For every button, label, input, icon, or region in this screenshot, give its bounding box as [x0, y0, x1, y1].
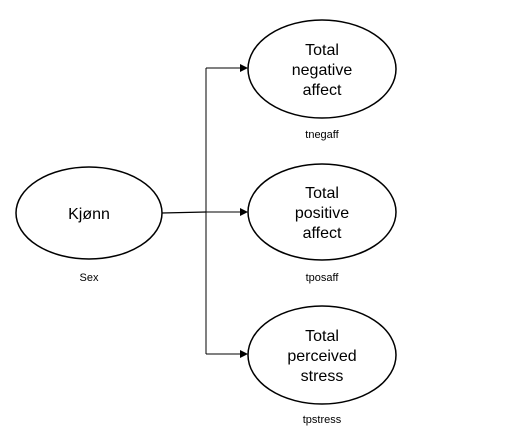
- target-node-negative-affect: Total negative affect tnegaff: [247, 19, 397, 141]
- target-title-line: negative: [292, 62, 353, 79]
- source-ellipse: [15, 166, 163, 260]
- target-caption: tposaff: [306, 272, 340, 284]
- source-title: Kjønn: [68, 206, 110, 223]
- target-title-line: Total: [305, 185, 339, 202]
- connector-lines: [161, 64, 248, 358]
- target-caption: tpstress: [303, 414, 342, 426]
- target-ellipse: [247, 163, 397, 261]
- target-node-positive-affect: Total positive affect tposaff: [247, 163, 397, 284]
- source-node: Kjønn Sex: [15, 166, 163, 284]
- target-ellipse: [247, 305, 397, 405]
- source-trunk-line: [161, 211, 207, 214]
- target-title-line: Total: [305, 42, 339, 59]
- target-ellipse: [247, 19, 397, 119]
- target-title-line: affect: [303, 82, 342, 99]
- target-title-line: Total: [305, 328, 339, 345]
- target-title-line: stress: [301, 368, 344, 385]
- source-caption: Sex: [80, 272, 99, 284]
- target-title-line: perceived: [287, 348, 356, 365]
- target-title-line: affect: [303, 225, 342, 242]
- target-title-line: positive: [295, 205, 349, 222]
- target-node-perceived-stress: Total perceived stress tpstress: [247, 305, 397, 426]
- target-caption: tnegaff: [305, 129, 339, 141]
